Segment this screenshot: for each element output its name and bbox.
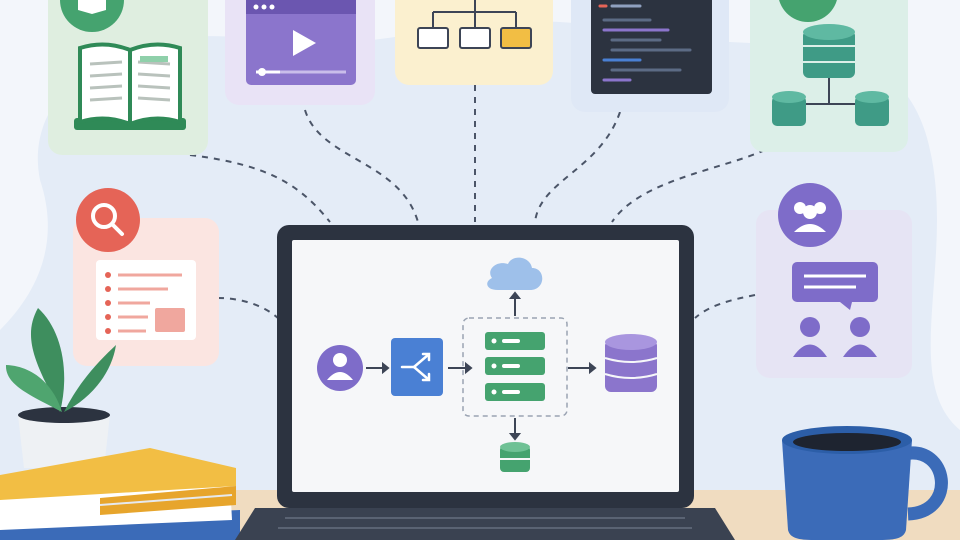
database-network-icon [772, 24, 889, 126]
user-icon [317, 345, 363, 391]
plant [5, 308, 116, 468]
book-stack [0, 448, 240, 540]
people-icon [793, 317, 877, 357]
card-collaboration [756, 183, 912, 378]
card-book [48, 0, 208, 155]
storage-icon [500, 442, 530, 472]
hierarchy-icon [417, 0, 532, 49]
card-video [225, 0, 375, 105]
laptop [235, 225, 735, 540]
open-book-icon [74, 42, 186, 130]
card-search [73, 188, 219, 366]
code-editor-icon [591, 0, 712, 94]
server-group-border [462, 317, 568, 417]
database-badge [779, 0, 837, 22]
card-code [571, 0, 729, 112]
laptop-keyboard [235, 508, 735, 540]
search-icon [76, 188, 140, 252]
cloud-icon [487, 257, 543, 290]
database-icon [604, 334, 658, 392]
server-rack-icon [485, 332, 545, 401]
card-hierarchy [395, 0, 553, 85]
team-icon [778, 183, 842, 247]
chat-bubble-icon [792, 262, 878, 310]
architecture-diagram [317, 257, 658, 472]
connector-lines [189, 85, 766, 321]
load-balancer-icon [391, 338, 443, 396]
book-badge [60, 0, 124, 32]
card-database [750, 0, 908, 152]
search-document-icon [96, 260, 196, 340]
video-player-icon [246, 0, 356, 85]
coffee-mug [782, 426, 948, 540]
